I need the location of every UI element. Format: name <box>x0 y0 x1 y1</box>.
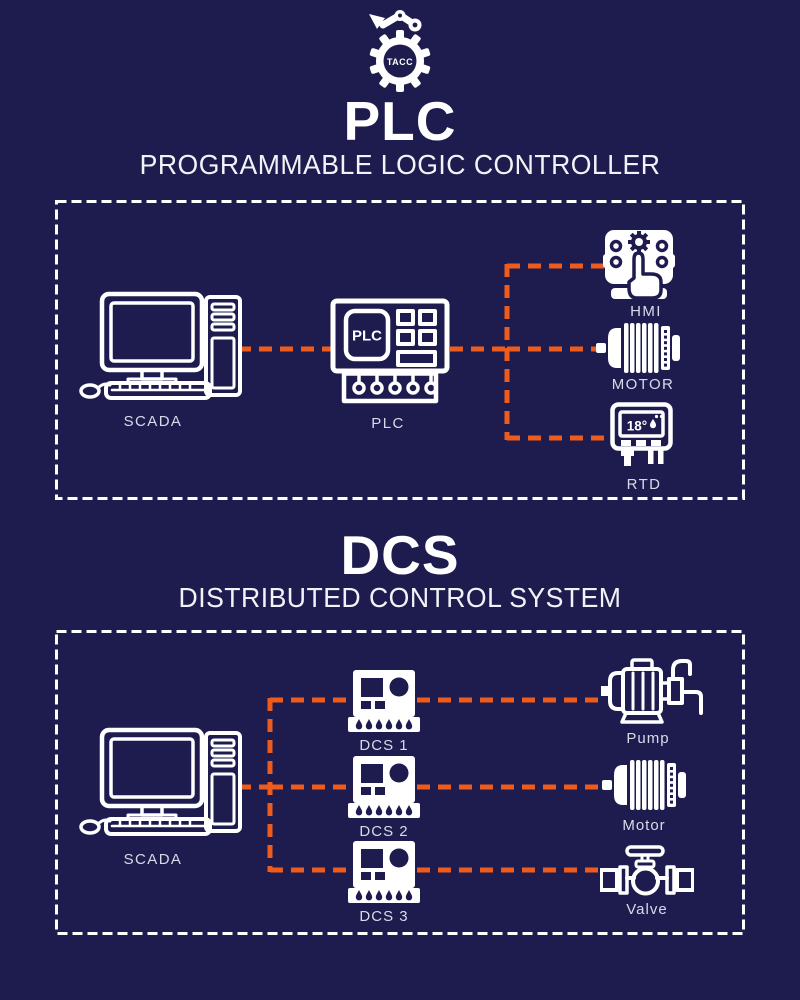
rtd-icon: 18° <box>610 402 673 466</box>
rtd-node: 18° <box>610 402 676 470</box>
logo-text: TACC <box>387 57 413 67</box>
motor-node-dcs <box>602 758 686 812</box>
pump-label: Pump <box>626 730 670 747</box>
dcs-controller-icon <box>348 841 420 903</box>
dcs-controller-icon <box>348 670 420 732</box>
dcs-subtitle: DISTRIBUTED CONTROL SYSTEM <box>178 582 622 613</box>
plc-controller-icon: PLC <box>330 298 450 404</box>
motor-icon <box>596 323 680 373</box>
rtd-display-text: 18° <box>627 419 647 434</box>
dcs1-label: DCS 1 <box>359 737 409 754</box>
motor-icon <box>602 760 686 810</box>
rtd-label: RTD <box>626 476 662 493</box>
scada-computer-icon <box>79 727 242 836</box>
plc-controller-node: PLC <box>330 298 450 408</box>
scada-computer-icon <box>79 291 242 400</box>
scada-label: SCADA <box>123 413 183 430</box>
dcs2-node <box>348 756 420 818</box>
dcs-controller-icon <box>348 756 420 818</box>
plc-screen-text: PLC <box>352 328 382 345</box>
dcs-wires <box>55 630 745 935</box>
plc-diagram: SCADA PLC PLC <box>55 200 745 500</box>
hmi-node <box>603 226 675 304</box>
scada-node <box>78 290 243 402</box>
pump-node <box>600 655 706 725</box>
plc-controller-label: PLC <box>371 415 405 432</box>
motor-label-dcs: Motor <box>622 817 666 834</box>
scada-label-dcs: SCADA <box>123 851 183 868</box>
plc-wires <box>55 200 745 500</box>
dcs2-label: DCS 2 <box>359 823 409 840</box>
plc-subtitle: PROGRAMMABLE LOGIC CONTROLLER <box>139 149 661 180</box>
scada-node-dcs <box>78 726 243 838</box>
hmi-label: HMI <box>630 303 662 320</box>
gear-robot-arm-icon: TACC <box>369 10 431 92</box>
valve-node <box>600 840 694 898</box>
plc-dashed-border <box>55 200 745 500</box>
dcs1-node <box>348 670 420 732</box>
plc-title: PLC <box>343 90 457 152</box>
dcs-title: DCS <box>340 524 460 586</box>
hmi-icon <box>603 230 675 300</box>
valve-label: Valve <box>626 901 668 918</box>
tacc-logo: TACC <box>355 8 445 94</box>
dcs-diagram: SCADA DCS 1 <box>55 630 745 935</box>
dcs3-label: DCS 3 <box>359 908 409 925</box>
motor-node <box>596 321 680 375</box>
dcs3-node <box>348 841 420 903</box>
valve-icon <box>600 845 694 896</box>
motor-label: MOTOR <box>611 376 675 393</box>
pump-icon <box>601 658 703 724</box>
